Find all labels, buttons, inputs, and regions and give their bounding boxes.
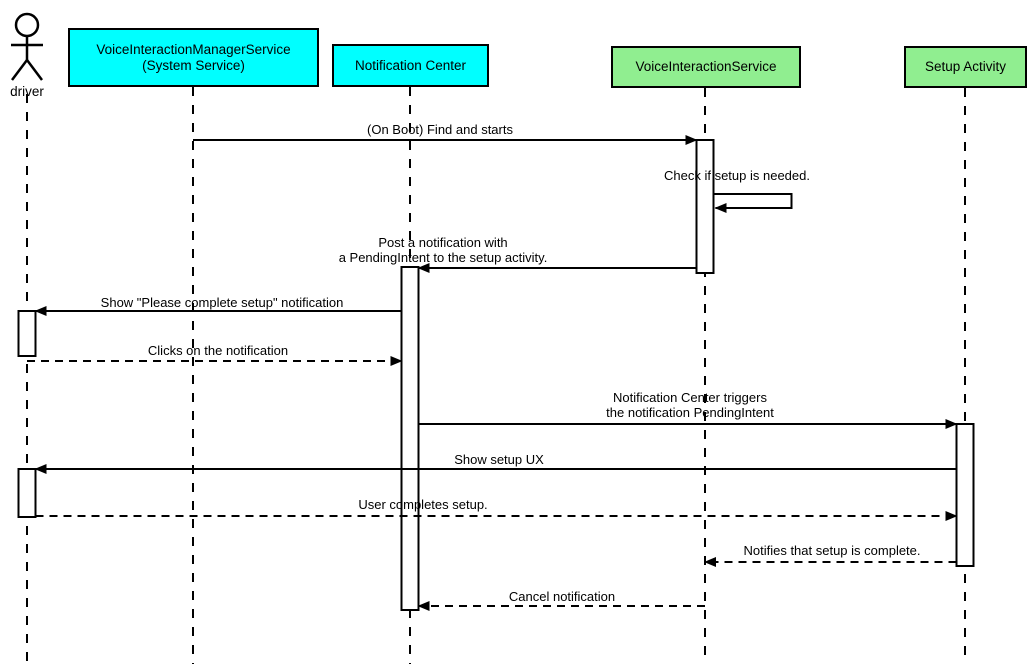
message-label-m8: User completes setup. [358, 497, 488, 512]
actor-right-leg-icon [26, 59, 43, 81]
participant-box-setup_activity[interactable]: Setup Activity [904, 46, 1027, 88]
message-arrow-m2 [713, 193, 793, 213]
message-label-m9: Notifies that setup is complete. [743, 543, 921, 558]
participant-box-notification_center[interactable]: Notification Center [332, 44, 489, 87]
participant-label-notification_center: Notification Center [354, 57, 467, 73]
message-label-m2: Check if setup is needed. [664, 168, 810, 183]
actor-left-leg-icon [11, 59, 28, 81]
participant-label-vims: VoiceInteractionManagerService (System S… [96, 41, 291, 73]
actor-glyph-layer [11, 12, 43, 81]
message-label-m6: Notification Center triggers the notific… [606, 390, 774, 420]
message-label-m7: Show setup UX [454, 452, 544, 467]
participant-label-voice_interaction_service: VoiceInteractionService [635, 59, 777, 74]
activation-bar-setup_activity-3 [955, 423, 975, 567]
activation-bar-notification_center-1 [400, 266, 420, 611]
message-label-m1: (On Boot) Find and starts [367, 122, 513, 137]
lifelines-layer [26, 87, 966, 664]
participant-box-voice_interaction_service[interactable]: VoiceInteractionService [611, 46, 801, 88]
participant-label-driver: driver [10, 84, 44, 99]
message-arrows-layer [27, 135, 958, 611]
actor-head-icon [14, 12, 40, 38]
participant-label-setup_activity: Setup Activity [924, 59, 1007, 74]
message-label-m10: Cancel notification [508, 589, 616, 604]
activation-bars-layer [17, 139, 975, 611]
message-label-m5: Clicks on the notification [147, 343, 289, 358]
activation-bar-driver-4 [17, 468, 37, 518]
message-label-m4: Show "Please complete setup" notificatio… [100, 295, 344, 310]
activation-bar-driver-2 [17, 310, 37, 357]
participant-box-vims[interactable]: VoiceInteractionManagerService (System S… [68, 28, 319, 87]
activation-bar-voice_interaction_service-0 [695, 139, 715, 274]
message-label-m3: Post a notification with a PendingIntent… [338, 235, 548, 265]
